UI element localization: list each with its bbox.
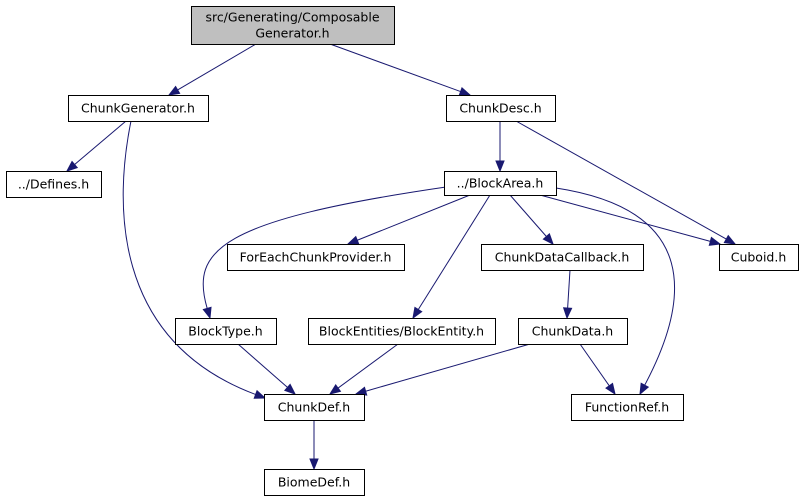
arrowhead bbox=[309, 458, 319, 471]
node-defines[interactable]: ../Defines.h bbox=[6, 171, 102, 198]
edge-chunk-data-to-chunk-def bbox=[354, 343, 531, 396]
edge-root-to-chunk-generator bbox=[167, 43, 257, 96]
node-label: ChunkDef.h bbox=[278, 400, 350, 415]
edge-line bbox=[177, 43, 257, 91]
arrowhead bbox=[495, 160, 505, 173]
edge-line bbox=[237, 343, 288, 388]
edge-line bbox=[122, 120, 256, 395]
node-box bbox=[571, 394, 684, 421]
node-label: BlockType.h bbox=[188, 324, 262, 339]
edge-block-area-to-chunk-data-callback bbox=[509, 194, 554, 246]
node-chunk-generator[interactable]: ChunkGenerator.h bbox=[68, 95, 209, 122]
edge-line bbox=[515, 120, 727, 240]
node-box bbox=[444, 171, 557, 196]
arrowhead bbox=[412, 306, 423, 320]
node-label: ForEachChunkProvider.h bbox=[240, 250, 392, 265]
node-for-each-chunk-provider[interactable]: ForEachChunkProvider.h bbox=[227, 244, 405, 271]
node-box bbox=[227, 244, 405, 271]
node-biome-def[interactable]: BiomeDef.h bbox=[264, 469, 365, 496]
edge-block-area-to-for-each-chunk-provider bbox=[346, 194, 471, 245]
node-label: ChunkDataCallback.h bbox=[495, 250, 630, 265]
edge-block-area-to-cuboid bbox=[539, 194, 722, 246]
edge-line bbox=[202, 186, 447, 309]
arrowhead bbox=[346, 235, 360, 245]
edge-chunk-desc-to-cuboid bbox=[515, 120, 737, 245]
arrowhead bbox=[562, 307, 573, 320]
arrowhead bbox=[639, 382, 650, 396]
edge-line bbox=[539, 194, 711, 242]
edge-chunk-def-to-biome-def bbox=[309, 420, 319, 471]
arrowhead bbox=[253, 389, 267, 399]
node-box bbox=[264, 394, 365, 421]
node-box bbox=[264, 469, 365, 496]
edge-block-type-to-chunk-def bbox=[237, 343, 297, 395]
arrowhead bbox=[723, 234, 737, 245]
edge-chunk-desc-to-block-area bbox=[495, 121, 505, 173]
edge-line bbox=[417, 194, 491, 310]
node-box bbox=[481, 244, 644, 271]
node-block-entity[interactable]: BlockEntities/BlockEntity.h bbox=[308, 318, 496, 345]
node-chunk-def[interactable]: ChunkDef.h bbox=[264, 394, 365, 421]
node-box bbox=[518, 318, 628, 345]
edge-line bbox=[579, 343, 610, 387]
node-label: ChunkGenerator.h bbox=[81, 101, 195, 116]
node-block-area[interactable]: ../BlockArea.h bbox=[444, 171, 557, 196]
edge-root-to-chunk-desc bbox=[329, 43, 472, 96]
node-label: ../BlockArea.h bbox=[457, 176, 544, 191]
edge-line bbox=[509, 194, 547, 237]
node-label: BiomeDef.h bbox=[278, 475, 350, 490]
node-box bbox=[308, 318, 496, 345]
node-box bbox=[68, 95, 209, 122]
edge-line bbox=[555, 187, 675, 386]
edges bbox=[65, 43, 737, 471]
node-label: Cuboid.h bbox=[731, 250, 787, 265]
edge-line bbox=[337, 343, 399, 389]
edge-block-area-to-block-type bbox=[202, 186, 447, 320]
nodes: src/Generating/ComposableGenerator.hChun… bbox=[6, 6, 799, 496]
node-label: Generator.h bbox=[255, 26, 329, 41]
arrowhead bbox=[167, 85, 181, 96]
arrowhead bbox=[283, 383, 297, 395]
node-function-ref[interactable]: FunctionRef.h bbox=[571, 394, 684, 421]
arrowhead bbox=[65, 160, 79, 172]
arrowhead bbox=[605, 382, 616, 396]
node-box bbox=[191, 6, 395, 45]
node-label: ChunkDesc.h bbox=[459, 101, 541, 116]
node-label: ChunkData.h bbox=[532, 324, 613, 339]
node-label: BlockEntities/BlockEntity.h bbox=[319, 324, 484, 339]
node-label: src/Generating/Composable bbox=[205, 10, 379, 25]
arrowhead bbox=[328, 383, 342, 395]
node-box bbox=[6, 171, 102, 198]
arrowhead bbox=[542, 232, 554, 246]
node-box bbox=[446, 95, 556, 122]
node-label: FunctionRef.h bbox=[585, 400, 669, 415]
node-box bbox=[719, 244, 799, 271]
edge-block-area-to-function-ref bbox=[555, 187, 675, 396]
arrowhead bbox=[202, 306, 212, 320]
node-cuboid[interactable]: Cuboid.h bbox=[719, 244, 799, 271]
edge-chunk-data-to-function-ref bbox=[579, 343, 616, 396]
arrowhead bbox=[354, 386, 368, 396]
node-box bbox=[175, 318, 277, 345]
edge-chunk-generator-to-chunk-def bbox=[122, 120, 267, 399]
arrowhead bbox=[458, 86, 472, 96]
edge-block-entity-to-chunk-def bbox=[328, 343, 399, 395]
edge-chunk-generator-to-defines bbox=[65, 120, 127, 172]
node-chunk-data[interactable]: ChunkData.h bbox=[518, 318, 628, 345]
node-block-type[interactable]: BlockType.h bbox=[175, 318, 277, 345]
edge-line bbox=[567, 269, 571, 309]
arrowhead bbox=[708, 236, 722, 246]
node-chunk-desc[interactable]: ChunkDesc.h bbox=[446, 95, 556, 122]
node-label: ../Defines.h bbox=[18, 177, 89, 192]
edge-line bbox=[74, 120, 127, 165]
edge-line bbox=[365, 343, 531, 392]
edge-block-area-to-block-entity bbox=[412, 194, 491, 320]
edge-line bbox=[329, 43, 461, 93]
node-chunk-data-callback[interactable]: ChunkDataCallback.h bbox=[481, 244, 644, 271]
edge-chunk-data-callback-to-chunk-data bbox=[562, 269, 573, 320]
edge-line bbox=[357, 194, 471, 241]
